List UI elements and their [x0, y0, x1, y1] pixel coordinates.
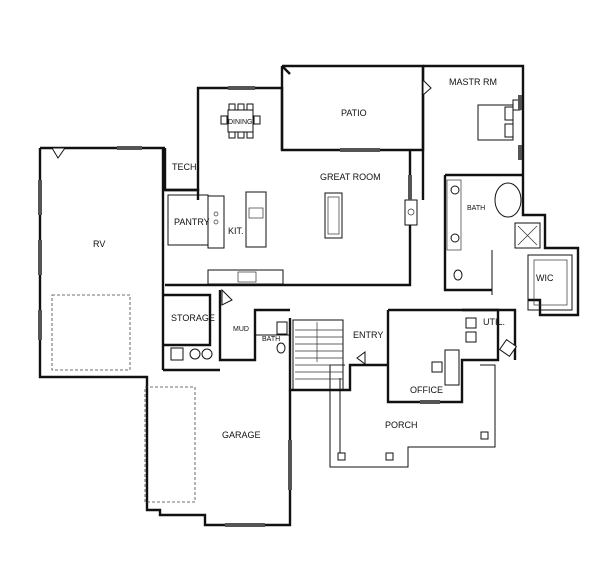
room-label-mud: MUD	[233, 326, 249, 333]
room-label-garage: GARAGE	[222, 430, 261, 440]
room-label-util: UTIL.	[483, 317, 505, 327]
toilet-master	[453, 269, 463, 281]
door-markers	[51, 78, 432, 365]
room-label-great-room: GREAT ROOM	[320, 172, 381, 182]
mud-walls	[218, 290, 290, 362]
util-chair	[498, 338, 518, 358]
room-label-bath-master: BATH	[467, 205, 485, 212]
porch-outline	[329, 364, 496, 468]
porch-columns	[337, 431, 489, 461]
room-label-bath-small: BATH	[262, 336, 280, 343]
room-label-patio: PATIO	[341, 108, 367, 118]
great-room-sofa	[324, 192, 343, 239]
fireplace-icon	[407, 208, 415, 216]
great-room-right-wall	[350, 150, 412, 287]
util-walls	[462, 308, 517, 360]
stair-block	[292, 319, 344, 391]
room-label-master: MASTR RM	[449, 77, 497, 87]
storage-walls	[163, 293, 212, 347]
patio-roof-line	[281, 65, 291, 75]
room-label-porch: PORCH	[385, 420, 418, 430]
master-walls	[423, 64, 580, 317]
room-label-entry: ENTRY	[353, 330, 383, 340]
dining-table	[220, 103, 261, 139]
room-label-tech: TECH	[172, 162, 197, 172]
kitchen-counter	[207, 195, 284, 285]
office-chair	[431, 361, 443, 373]
washer	[465, 317, 477, 329]
room-label-rv: RV	[93, 239, 105, 249]
wic-room	[527, 254, 573, 311]
toilet-small	[276, 342, 286, 354]
windows	[38, 86, 522, 527]
storage-appliances	[170, 347, 213, 361]
bath-left-wall	[443, 175, 492, 292]
small-bath-sink	[276, 321, 288, 335]
room-label-kitchen: KIT.	[228, 226, 244, 236]
sink-1	[450, 185, 460, 195]
kitchen-island	[245, 191, 267, 248]
dining-walls	[163, 86, 284, 192]
fireplace	[404, 199, 418, 226]
room-label-pantry: PANTRY	[174, 217, 210, 227]
tech-walls	[165, 188, 200, 200]
room-label-office: OFFICE	[410, 385, 443, 395]
wic-inner	[533, 259, 568, 306]
dryer	[465, 331, 477, 343]
office-walls	[386, 308, 500, 404]
room-label-dining: DINING	[228, 119, 253, 126]
garage-parking-zone	[144, 386, 196, 503]
room-label-wic: WIC	[536, 273, 554, 283]
rv-parking-zone	[51, 294, 131, 371]
vanity	[446, 179, 462, 251]
master-bed	[477, 99, 521, 141]
entry-walls	[288, 318, 388, 392]
sink-2	[450, 233, 460, 243]
office-desk	[444, 349, 460, 386]
room-label-storage: STORAGE	[171, 313, 215, 323]
shower	[514, 222, 541, 249]
sofa-cushions	[327, 196, 340, 235]
stair-treads	[295, 322, 343, 380]
bathtub	[494, 182, 522, 218]
